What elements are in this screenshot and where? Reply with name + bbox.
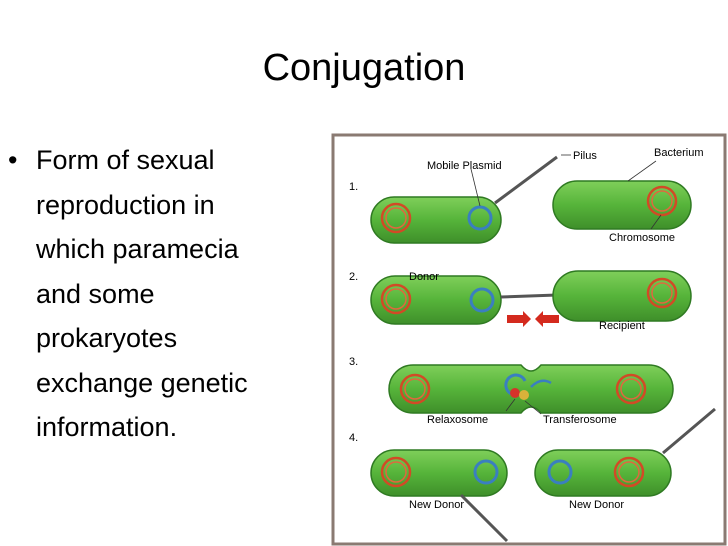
bullet-marker: • <box>8 145 18 175</box>
arrow-left-icon <box>535 311 559 327</box>
slide-title: Conjugation <box>262 47 466 89</box>
step-number-4: 4. <box>349 432 358 444</box>
step-number-3: 3. <box>349 356 358 368</box>
chromosome-ring <box>613 456 645 488</box>
new-donor-cell-left <box>370 449 508 497</box>
recipient-cell-step1 <box>552 180 692 230</box>
chromosome-ring <box>399 373 431 405</box>
label-new-donor-left: New Donor <box>409 499 464 511</box>
recipient-cell-step2 <box>552 270 692 322</box>
pilus-bridge-step2 <box>500 293 558 299</box>
plasmid-ring <box>467 205 493 231</box>
step-number-2: 2. <box>349 271 358 283</box>
chromosome-ring <box>646 185 678 217</box>
donor-cell-step2 <box>370 275 502 325</box>
plasmid-ring <box>469 287 495 313</box>
bullet-point: • Form of sexual reproduction in which p… <box>8 138 278 450</box>
donor-cell-step1 <box>370 196 502 244</box>
chromosome-ring <box>615 373 647 405</box>
conjugating-cells-step3 <box>388 364 674 414</box>
chromosome-ring <box>380 456 412 488</box>
label-transferosome: Transferosome <box>543 414 617 426</box>
bullet-text: Form of sexual reproduction in which par… <box>36 145 248 442</box>
label-mobile-plasmid: Mobile Plasmid <box>427 160 502 172</box>
relaxosome-dot <box>510 388 520 398</box>
chromosome-ring <box>646 277 678 309</box>
step-number-1: 1. <box>349 181 358 193</box>
new-donor-cell-right <box>534 449 672 497</box>
plasmid-ring <box>547 459 573 485</box>
label-chromosome: Chromosome <box>609 232 675 244</box>
conjugation-diagram: 1. 2. 3. 4. Mobile Plasmid Pilus Bacteri… <box>331 133 727 546</box>
chromosome-ring <box>380 202 412 234</box>
pilus-step1 <box>494 155 558 205</box>
label-new-donor-right: New Donor <box>569 499 624 511</box>
conjugation-diagram-svg: 1. 2. 3. 4. Mobile Plasmid Pilus Bacteri… <box>331 133 727 546</box>
label-donor: Donor <box>409 271 439 283</box>
plasmid-ring <box>473 459 499 485</box>
label-bacterium: Bacterium <box>654 147 704 159</box>
pilus-step4-left <box>459 493 509 543</box>
label-recipient: Recipient <box>599 320 645 332</box>
pilus-step4-right <box>662 407 716 455</box>
label-relaxosome: Relaxosome <box>427 414 488 426</box>
label-pilus: Pilus <box>573 150 597 162</box>
transferosome-dot <box>519 390 529 400</box>
arrow-right-icon <box>507 311 531 327</box>
chromosome-ring <box>380 283 412 315</box>
